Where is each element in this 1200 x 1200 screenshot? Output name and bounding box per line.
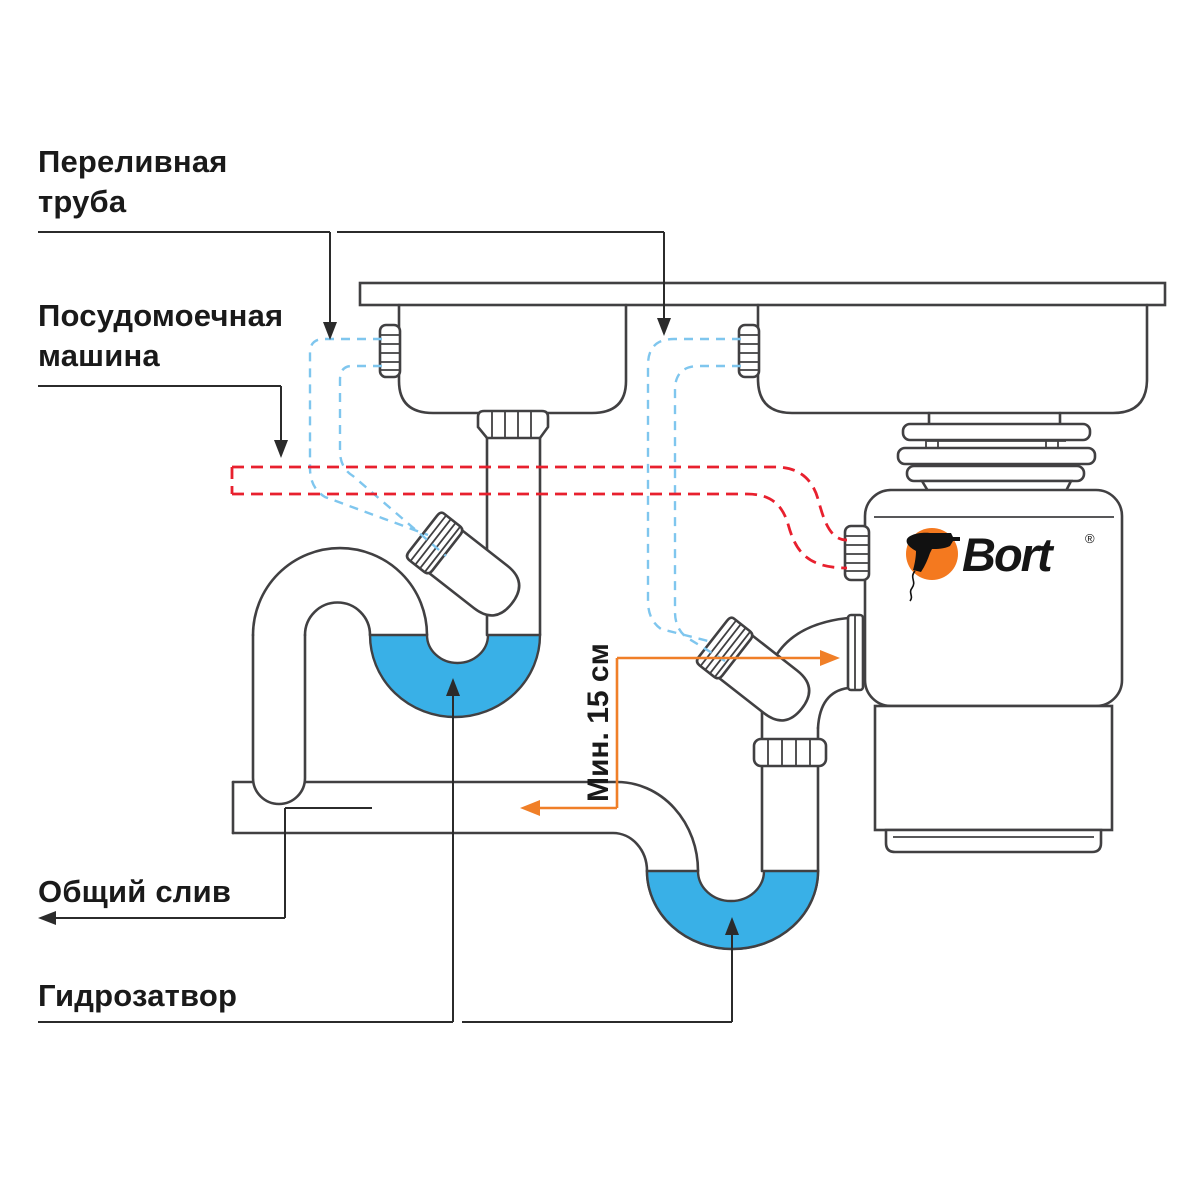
bort-logo: Bort ® <box>906 528 1095 602</box>
arrow-up-icon <box>725 917 739 935</box>
dishwasher-inlet-fitting <box>843 524 871 582</box>
arrow-right-icon <box>820 650 840 666</box>
overflow-branch-right <box>695 616 811 722</box>
arrow-down-icon <box>657 318 671 336</box>
common-drain-pipe <box>231 780 700 873</box>
overflow-fitting-right <box>737 323 761 379</box>
overflow-hose-left <box>308 337 447 557</box>
arrow-left-icon <box>520 800 540 816</box>
dimension-min-15cm <box>538 656 822 810</box>
drill-icon <box>906 532 960 572</box>
sink-drain-nut <box>476 409 550 440</box>
arrow-down-icon <box>323 322 337 340</box>
disposer-outlet-elbow <box>760 613 865 873</box>
label-min-distance: Мин. 15 см <box>582 643 615 802</box>
right-sink-bowl <box>756 303 1149 415</box>
leader-common-drain <box>38 807 372 925</box>
overflow-fitting-left <box>378 323 402 379</box>
overflow-branch-left <box>405 511 521 617</box>
label-water-trap: Гидрозатвор <box>38 978 238 1013</box>
left-s-trap <box>251 546 542 806</box>
leader-overflow-pipe <box>38 231 671 340</box>
leader-dishwasher <box>38 385 288 458</box>
arrow-up-icon <box>446 678 460 696</box>
disposer-base <box>884 828 1103 854</box>
disposer-motor-housing <box>873 704 1114 832</box>
label-dishwasher: Посудомоечная машина <box>38 298 284 373</box>
brand-text: Bort <box>962 528 1055 581</box>
trap-water-right <box>645 869 820 951</box>
overflow-hose-right <box>646 337 741 663</box>
arrow-down-icon <box>274 440 288 458</box>
leader-water-trap <box>38 678 739 1023</box>
arrow-left-icon <box>38 911 56 925</box>
left-sink-bowl <box>397 303 628 415</box>
union-nut <box>752 737 828 768</box>
countertop <box>358 281 1167 307</box>
disposer-body <box>863 488 1124 708</box>
disposer-mount-flange <box>896 411 1097 493</box>
dishwasher-hose <box>230 465 848 570</box>
right-bottle-trap <box>645 869 820 951</box>
label-common-drain: Общий слив <box>38 874 232 909</box>
trap-water-left <box>368 633 542 719</box>
label-overflow-pipe: Переливная труба <box>38 144 228 219</box>
registered-mark: ® <box>1085 531 1095 546</box>
drill-cord <box>909 570 916 602</box>
